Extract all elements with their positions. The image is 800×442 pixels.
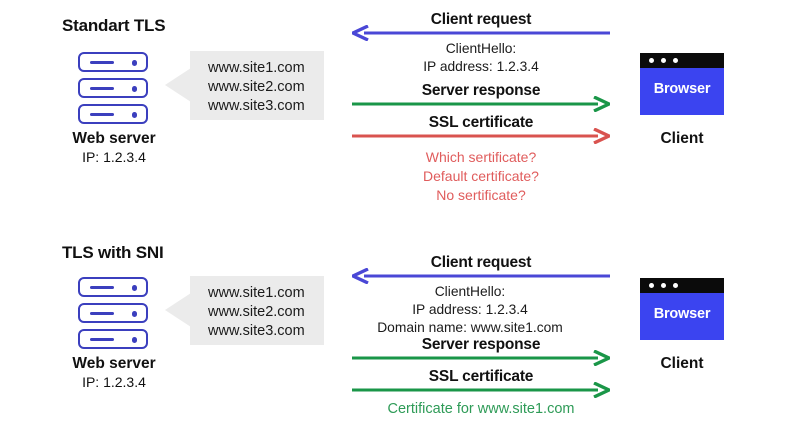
- flow-label-ssl-certificate: SSL certificate: [428, 368, 534, 385]
- request-detail-line: ClientHello:: [434, 284, 506, 299]
- request-detail-line: IP address: 1.2.3.4: [412, 302, 528, 317]
- browser-title-bar: [640, 53, 724, 68]
- callout-domain-line: www.site2.com: [208, 304, 305, 320]
- server-bar-dot: [131, 86, 137, 92]
- flow-label-server-response: Server response: [421, 336, 541, 353]
- arrow-server-response-green: [352, 96, 610, 112]
- server-bar-dot: [131, 285, 137, 291]
- server-bar-dot: [131, 60, 137, 66]
- certificate-footer-note: Certificate for www.site1.com: [387, 401, 575, 417]
- server-stack-icon: [78, 52, 150, 126]
- arrow-client-request-blue: [352, 268, 610, 284]
- arrow-server-response-green: [352, 350, 610, 366]
- web-server-label: Web server: [72, 355, 156, 372]
- browser-dot-icon: [649, 283, 654, 289]
- warning-line: No sertificate?: [436, 187, 526, 203]
- flow-label-ssl-certificate: SSL certificate: [428, 114, 534, 131]
- server-bar-line: [90, 61, 114, 64]
- browser-window-icon: Browser: [640, 278, 724, 340]
- flow-label-server-response: Server response: [421, 82, 541, 99]
- server-bar-dot: [131, 112, 137, 118]
- web-server-label: Web server: [72, 130, 156, 147]
- callout-domain-line: www.site3.com: [208, 98, 305, 114]
- server-bar-line: [90, 87, 114, 90]
- browser-dot-icon: [661, 58, 666, 64]
- arrow-ssl-certificate-red: [352, 128, 610, 144]
- flow-label-client-request: Client request: [430, 11, 532, 28]
- warning-line: Default certificate?: [423, 168, 539, 184]
- request-detail-line: ClientHello:: [445, 41, 517, 56]
- browser-title-bar: [640, 278, 724, 293]
- server-bar-dot: [131, 337, 137, 343]
- arrow-ssl-certificate-green: [352, 382, 610, 398]
- callout-tail-icon: [165, 68, 191, 102]
- callout-tail-icon: [165, 293, 191, 327]
- flow-label-client-request: Client request: [430, 254, 532, 271]
- server-bar: [78, 78, 148, 98]
- warning-line: Which sertificate?: [425, 149, 537, 165]
- server-bar: [78, 52, 148, 72]
- callout-domain-line: www.site2.com: [208, 79, 305, 95]
- server-bar-line: [90, 286, 114, 289]
- client-label: Client: [660, 355, 704, 372]
- callout-domain-line: www.site1.com: [208, 60, 305, 76]
- browser-dot-icon: [673, 283, 678, 289]
- server-stack-icon: [78, 277, 150, 351]
- browser-label: Browser: [653, 306, 711, 322]
- server-bar-line: [90, 338, 114, 341]
- browser-dot-icon: [673, 58, 678, 64]
- server-domains-callout: www.site1.com www.site2.com www.site3.co…: [190, 51, 324, 120]
- web-server-ip: IP: 1.2.3.4: [82, 374, 146, 390]
- callout-domain-line: www.site3.com: [208, 323, 305, 339]
- server-domains-callout: www.site1.com www.site2.com www.site3.co…: [190, 276, 324, 345]
- section-heading-standard-tls: Standart TLS: [62, 16, 166, 35]
- server-bar: [78, 329, 148, 349]
- browser-dot-icon: [649, 58, 654, 64]
- browser-viewport: Browser: [640, 293, 724, 340]
- server-bar-line: [90, 312, 114, 315]
- browser-label: Browser: [653, 81, 711, 97]
- section-heading-tls-with-sni: TLS with SNI: [62, 243, 164, 262]
- web-server-ip: IP: 1.2.3.4: [82, 149, 146, 165]
- client-label: Client: [660, 130, 704, 147]
- request-detail-line: IP address: 1.2.3.4: [423, 59, 539, 74]
- server-bar: [78, 303, 148, 323]
- server-bar: [78, 104, 148, 124]
- browser-viewport: Browser: [640, 68, 724, 115]
- browser-dot-icon: [661, 283, 666, 289]
- callout-domain-line: www.site1.com: [208, 285, 305, 301]
- arrow-client-request-blue: [352, 25, 610, 41]
- server-bar-dot: [131, 311, 137, 317]
- browser-window-icon: Browser: [640, 53, 724, 115]
- request-detail-line: Domain name: www.site1.com: [377, 320, 563, 335]
- server-bar-line: [90, 113, 114, 116]
- server-bar: [78, 277, 148, 297]
